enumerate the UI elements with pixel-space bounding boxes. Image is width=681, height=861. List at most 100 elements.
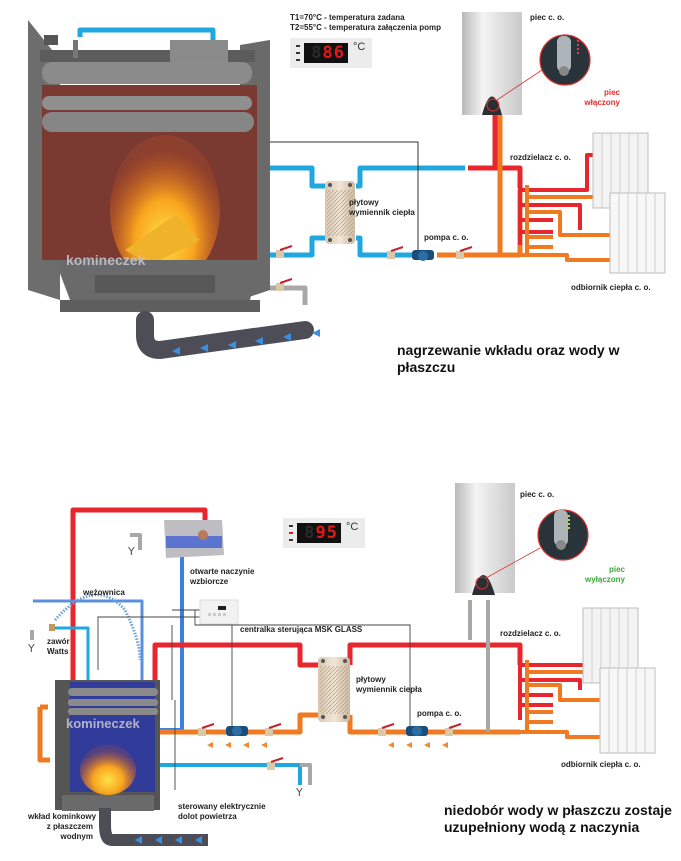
air-inlet-line-1: sterowany elektrycznie [178, 802, 266, 811]
bottom-coil-line [33, 599, 144, 680]
insert-line-1: wkład kominkowy [28, 812, 97, 821]
top-radiators-label: odbiornik ciepła c. o. [571, 283, 651, 292]
status-line-2: włączony [584, 98, 620, 107]
bottom-pumps [226, 726, 428, 736]
bottom-fireplace-insert [55, 680, 160, 811]
bottom-boiler-label: piec c. o. [520, 490, 555, 499]
drain-symbol: Y [28, 642, 35, 655]
bottom-left-loop [37, 704, 50, 763]
display-unit: °C [346, 521, 359, 533]
drain-symbol: Y [296, 786, 303, 799]
status-line-2: wyłączony [584, 575, 625, 584]
insert-line-3: wodnym [60, 832, 93, 841]
valve-line-1: zawór [47, 637, 70, 646]
top-boiler [462, 12, 591, 115]
display-tick [296, 45, 300, 47]
top-panel [28, 12, 666, 360]
top-valves [276, 245, 473, 291]
display-digits: 895 [297, 523, 341, 543]
legend-t2: T2=55°C - temperatura załączenia pomp [290, 23, 442, 32]
tank-line-2: wzbiorcze [190, 577, 229, 586]
bottom-temperature-display: 895 °C [283, 518, 365, 548]
bottom-manifold-label: rozdzielacz c. o. [500, 629, 561, 638]
top-plate-exchanger [325, 181, 355, 244]
exchanger-line-2: wymiennik ciepła [349, 208, 415, 217]
valve-line-2: Watts [47, 647, 69, 656]
bottom-valves [49, 624, 462, 770]
top-cold-pipe-roof [77, 27, 216, 45]
bottom-brand-watermark: komineczek [66, 716, 140, 731]
legend-t1: T1=70°C - temperatura zadana [290, 13, 405, 22]
display-ghost-digit: 8 [311, 43, 323, 63]
display-digits: 886 [304, 43, 348, 63]
bottom-air-arrows [135, 836, 202, 844]
bottom-pump-label: pompa c. o. [417, 709, 462, 718]
display-tick [289, 525, 293, 527]
bottom-controller [199, 599, 239, 625]
top-brand-watermark: komineczek [66, 252, 146, 268]
top-control-wire [270, 141, 419, 252]
top-cold-pipe-upper-right [356, 165, 465, 189]
bottom-hot-riser [70, 507, 208, 680]
exchanger-line-1: płytowy [356, 675, 386, 684]
display-tick [289, 539, 293, 541]
bottom-radiators-label: odbiornik ciepła c. o. [561, 760, 641, 769]
exchanger-line-2: wymiennik ciepła [356, 685, 422, 694]
display-ghost-digit: 8 [304, 523, 316, 543]
top-pump [412, 250, 434, 261]
top-air-duct [136, 311, 314, 360]
exchanger-line-1: płytowy [349, 198, 379, 207]
top-temperature-display: 886 °C [290, 38, 372, 68]
top-cold-pipe-lower [270, 235, 325, 258]
bottom-boiler [455, 483, 589, 595]
bottom-coil [53, 593, 142, 661]
display-tick-active [289, 532, 293, 534]
top-manifold-hot [518, 153, 600, 245]
bottom-manifold-return [520, 660, 610, 739]
top-boiler-label: piec c. o. [530, 13, 565, 22]
top-radiators [592, 132, 666, 274]
top-fireplace-insert [28, 20, 270, 312]
bottom-panel-title: niedobór wody w płaszczu zostaje uzupełn… [444, 802, 672, 836]
bottom-insert-label: wkład kominkowy z płaszczem wodnym [28, 812, 97, 842]
bottom-expansion-tank-label: otwarte naczynie wzbiorcze [190, 567, 254, 587]
bottom-cold-out [155, 763, 302, 785]
title-line-1: niedobór wody w płaszczu zostaje [444, 802, 672, 818]
status-line-1: piec [608, 565, 625, 574]
air-inlet-line-2: dolot powietrza [178, 812, 237, 821]
top-pump-label: pompa c. o. [424, 233, 469, 242]
bottom-plate-exchanger [318, 657, 350, 722]
top-air-arrows [172, 329, 320, 355]
status-line-1: piec [603, 88, 620, 97]
display-unit: °C [353, 41, 366, 53]
bottom-valve-label: zawór Watts [47, 637, 70, 657]
display-value: 95 [315, 523, 338, 543]
insert-line-2: z płaszczem [46, 822, 93, 831]
top-gray-pipe [270, 285, 308, 305]
bottom-radiators [582, 607, 656, 754]
tank-line-1: otwarte naczynie [190, 567, 255, 576]
bottom-panel [30, 483, 656, 846]
bottom-hot-line [152, 642, 523, 680]
bottom-gray-pipes [130, 533, 490, 732]
bottom-boiler-status: piec wyłączony [570, 565, 625, 585]
top-manifold-label: rozdzielacz c. o. [510, 153, 571, 162]
bottom-gray-drain [30, 630, 312, 785]
top-exchanger-label: płytowy wymiennik ciepła [349, 198, 415, 218]
bottom-controller-label: centralka sterująca MSK GLASS [240, 625, 363, 634]
top-cold-pipe-lower-right [356, 235, 415, 258]
display-tick [296, 52, 300, 54]
top-panel-title: nagrzewanie wkładu oraz wody w płaszczu [397, 342, 620, 375]
bottom-valve-line [52, 626, 90, 680]
bottom-air-inlet-label: sterowany elektrycznie dolot powietrza [178, 802, 266, 822]
top-hot-pipe [468, 112, 523, 188]
bottom-air-duct [99, 808, 208, 846]
bottom-coil-label: wężownica [83, 588, 125, 597]
bottom-exchanger-label: płytowy wymiennik ciepła [356, 675, 422, 695]
top-cold-pipe-upper [270, 165, 325, 189]
title-line-2: uzupełniony wodą z naczynia [444, 819, 640, 835]
top-manifold-return [520, 185, 610, 262]
bottom-flow-arrows [207, 742, 448, 748]
display-tick [296, 59, 300, 61]
